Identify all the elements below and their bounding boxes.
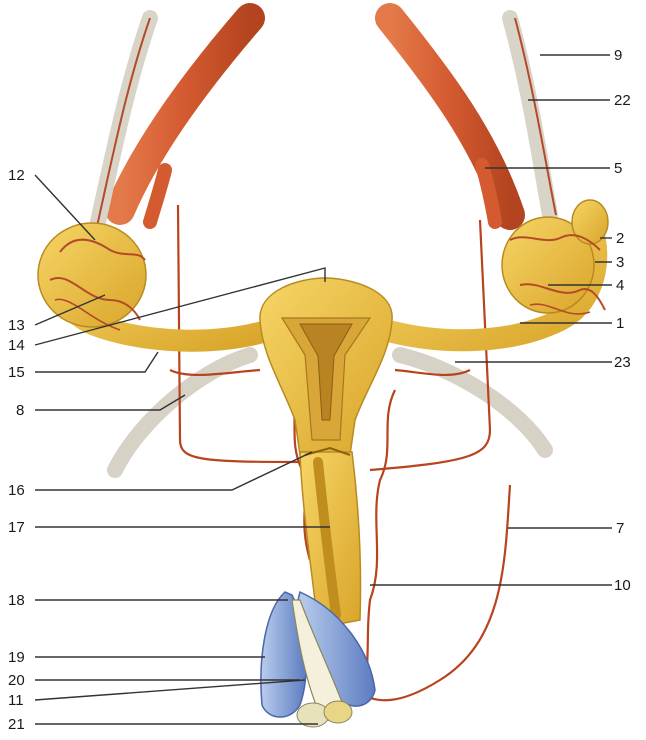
label-1: 1 [616, 315, 624, 332]
label-7: 7 [616, 520, 624, 537]
label-5: 5 [614, 160, 622, 177]
label-18: 18 [8, 592, 25, 609]
label-15: 15 [8, 364, 25, 381]
label-4: 4 [616, 277, 624, 294]
label-20: 20 [8, 672, 25, 689]
label-8: 8 [16, 402, 24, 419]
uterus [260, 278, 392, 455]
label-11: 11 [8, 692, 24, 709]
label-21: 21 [8, 716, 25, 733]
label-2: 2 [616, 230, 624, 247]
label-12: 12 [8, 167, 25, 184]
label-9: 9 [614, 47, 622, 64]
label-17: 17 [8, 519, 25, 536]
common-iliac-arteries [120, 18, 510, 222]
label-14: 14 [8, 337, 25, 354]
label-13: 13 [8, 317, 25, 334]
label-16: 16 [8, 482, 25, 499]
ovary-left [38, 223, 146, 330]
label-22: 22 [614, 92, 631, 109]
label-19: 19 [8, 649, 25, 666]
label-3: 3 [616, 254, 624, 271]
label-10: 10 [614, 577, 631, 594]
label-23: 23 [614, 354, 631, 371]
